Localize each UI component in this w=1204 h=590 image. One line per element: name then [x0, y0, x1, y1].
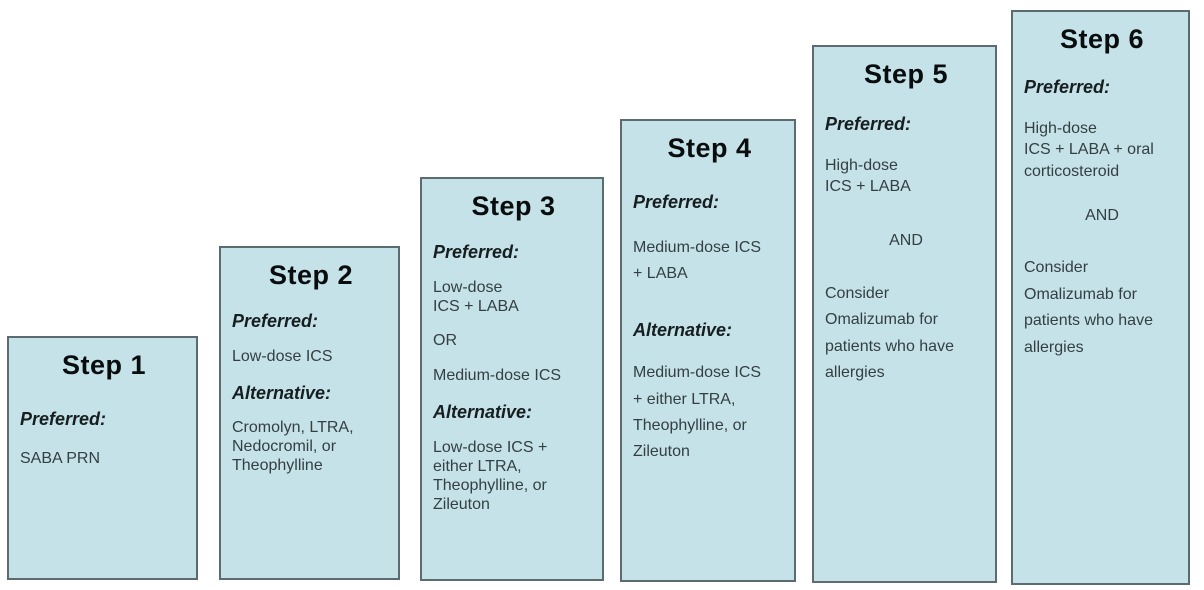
step-box-6: Step 6 Preferred: High-dose ICS + LABA +… [1011, 10, 1190, 585]
alternative-treatment: Cromolyn, LTRA, Nedocromil, or Theophyll… [232, 419, 354, 475]
step-box-3: Step 3 Preferred: Low-dose ICS + LABA OR… [420, 177, 604, 581]
consider-note: Consider Omalizumab for patients who hav… [825, 284, 954, 381]
preferred-label: Preferred: [1024, 77, 1111, 98]
preferred-treatment: SABA PRN [20, 449, 101, 467]
preferred-treatment: Low-dose ICS [232, 347, 333, 365]
alternative-treatment: Medium-dose ICS + either LTRA, Theophyll… [633, 364, 762, 461]
preferred-treatment: High-dose ICS + LABA + oral corticostero… [1024, 119, 1154, 180]
preferred-label: Preferred: [232, 311, 319, 332]
preferred-label: Preferred: [433, 242, 520, 263]
step-box-1: Step 1 Preferred: SABA PRN [7, 336, 198, 580]
step-box-2: Step 2 Preferred: Low-dose ICS Alternati… [219, 246, 400, 580]
step-title: Step 6 [1059, 24, 1145, 54]
step-title: Step 5 [863, 59, 949, 89]
step-title: Step 2 [268, 260, 354, 290]
consider-note: Consider Omalizumab for patients who hav… [1024, 259, 1153, 356]
and-connector: AND [889, 231, 923, 249]
alternative-label: Alternative: [232, 382, 332, 403]
step-title: Step 3 [471, 191, 556, 221]
preferred-treatment: High-dose ICS + LABA [825, 156, 911, 196]
alternative-label: Alternative: [433, 402, 533, 423]
alternative-label: Alternative: [633, 319, 733, 340]
preferred-label: Preferred: [20, 409, 107, 430]
step-box-5: Step 5 Preferred: High-dose ICS + LABA A… [812, 45, 997, 583]
preferred-treatment: Low-dose ICS + LABA [433, 278, 519, 315]
preferred-treatment: Medium-dose ICS + LABA [633, 238, 762, 283]
preferred-label: Preferred: [633, 192, 720, 213]
preferred-treatment-option-2: Medium-dose ICS [433, 367, 562, 385]
alternative-treatment: Low-dose ICS + either LTRA, Theophylline… [433, 438, 548, 513]
or-connector: OR [433, 332, 457, 350]
step-box-4: Step 4 Preferred: Medium-dose ICS + LABA… [620, 119, 796, 582]
preferred-label: Preferred: [825, 114, 912, 135]
step-title: Step 1 [61, 350, 147, 380]
step-title: Step 4 [667, 133, 752, 163]
and-connector: AND [1085, 206, 1119, 224]
